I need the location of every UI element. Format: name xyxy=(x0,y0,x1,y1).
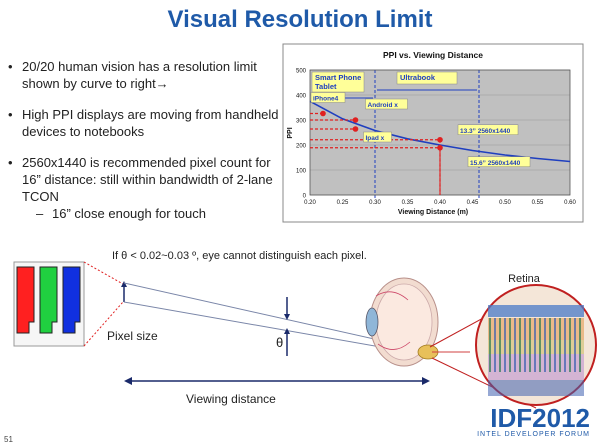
zoom-line-bottom xyxy=(83,301,124,347)
data-point xyxy=(437,136,443,143)
idf-logo-sub: INTEL DEVELOPER FORUM xyxy=(477,431,590,438)
pixel-green-subpixel xyxy=(39,266,58,334)
point-label-box xyxy=(365,98,408,110)
point-label-box xyxy=(363,131,392,143)
x-axis-label: Viewing Distance (m) xyxy=(398,209,468,216)
bullet-dot: • xyxy=(8,107,13,122)
region-label: Ultrabook xyxy=(400,73,436,82)
idf-logo-main: IDF2012 xyxy=(490,403,590,433)
x-tick-label: 0.35 xyxy=(402,200,414,206)
x-tick-label: 0.55 xyxy=(532,200,544,206)
region-label-box xyxy=(396,71,458,85)
x-tick-label: 0.30 xyxy=(369,200,381,206)
sub-bullet: – 16” close enough for touch xyxy=(22,205,283,222)
idf-logo: IDF2012 INTEL DEVELOPER FORUM xyxy=(477,405,590,438)
arrow-head-icon xyxy=(124,377,132,385)
arrow-head-icon xyxy=(422,377,430,385)
y-tick-label: 500 xyxy=(296,69,307,75)
bullet-dot: • xyxy=(8,155,13,170)
y-axis-label: PPI xyxy=(287,127,294,138)
region-label: Tablet xyxy=(315,82,337,91)
theta-label: θ xyxy=(276,335,283,350)
x-tick-label: 0.40 xyxy=(434,200,446,206)
slide-title: Visual Resolution Limit xyxy=(167,6,433,33)
bullet-item: • 2560x1440 is recommended pixel count f… xyxy=(8,154,283,222)
bullet-item: • 20/20 human vision has a resolution li… xyxy=(8,58,283,92)
bullet-list: • 20/20 human vision has a resolution li… xyxy=(8,58,283,222)
point-label-box xyxy=(310,92,346,103)
y-tick-label: 200 xyxy=(296,144,307,150)
bullet-text: High PPI displays are moving from handhe… xyxy=(22,107,279,139)
data-point xyxy=(320,110,326,117)
sub-bullet-dash: – xyxy=(36,206,44,221)
y-tick-label: 0 xyxy=(303,194,307,200)
x-tick-label: 0.25 xyxy=(337,200,349,206)
x-tick-label: 0.60 xyxy=(564,200,576,206)
chart-title: PPI vs. Viewing Distance xyxy=(383,50,483,60)
diagram-caption: If θ < 0.02~0.03 º, eye cannot distingui… xyxy=(112,250,367,262)
x-tick-label: 0.45 xyxy=(467,200,479,206)
point-label-box xyxy=(457,124,519,135)
arrow-head-icon xyxy=(284,314,290,320)
pixel-size-label: Pixel size xyxy=(107,329,158,343)
pixel-magnified xyxy=(13,261,85,347)
point-label: Ipad x xyxy=(366,135,385,142)
pixel-red-subpixel xyxy=(16,266,35,334)
retina-illustration xyxy=(475,284,597,406)
bullet-text: 2560x1440 is recommended pixel count for… xyxy=(22,155,273,204)
data-point xyxy=(352,126,359,132)
zoom-line-top xyxy=(83,261,124,285)
data-point xyxy=(352,117,359,123)
y-tick-label: 400 xyxy=(296,94,307,100)
bullet-item: • High PPI displays are moving from hand… xyxy=(8,106,283,140)
arrow-head-icon xyxy=(284,328,290,334)
point-label-box xyxy=(467,156,531,167)
point-label: iPhone4 xyxy=(313,96,339,103)
data-point xyxy=(437,144,443,151)
bullet-text: 20/20 human vision has a resolution limi… xyxy=(22,59,257,91)
bullet-dot: • xyxy=(8,59,13,74)
region-label: Smart Phone xyxy=(315,73,361,82)
arrow-head-icon xyxy=(121,281,127,287)
viewing-distance-label: Viewing distance xyxy=(186,392,276,406)
point-label: 13.3” 2560x1440 xyxy=(460,128,511,135)
sub-bullet-text: 16” close enough for touch xyxy=(52,206,206,221)
y-tick-label: 300 xyxy=(296,119,307,125)
retina-label: Retina xyxy=(508,273,541,285)
eye-icon xyxy=(365,277,470,367)
region-label-box xyxy=(311,71,365,93)
x-tick-label: 0.50 xyxy=(499,200,511,206)
point-label: 15.6” 2560x1440 xyxy=(470,160,521,167)
page-number: 51 xyxy=(4,435,13,444)
y-tick-label: 100 xyxy=(296,169,307,175)
point-label: Android x xyxy=(368,102,399,109)
pixel-blue-subpixel xyxy=(62,266,81,334)
x-tick-label: 0.20 xyxy=(304,200,316,206)
